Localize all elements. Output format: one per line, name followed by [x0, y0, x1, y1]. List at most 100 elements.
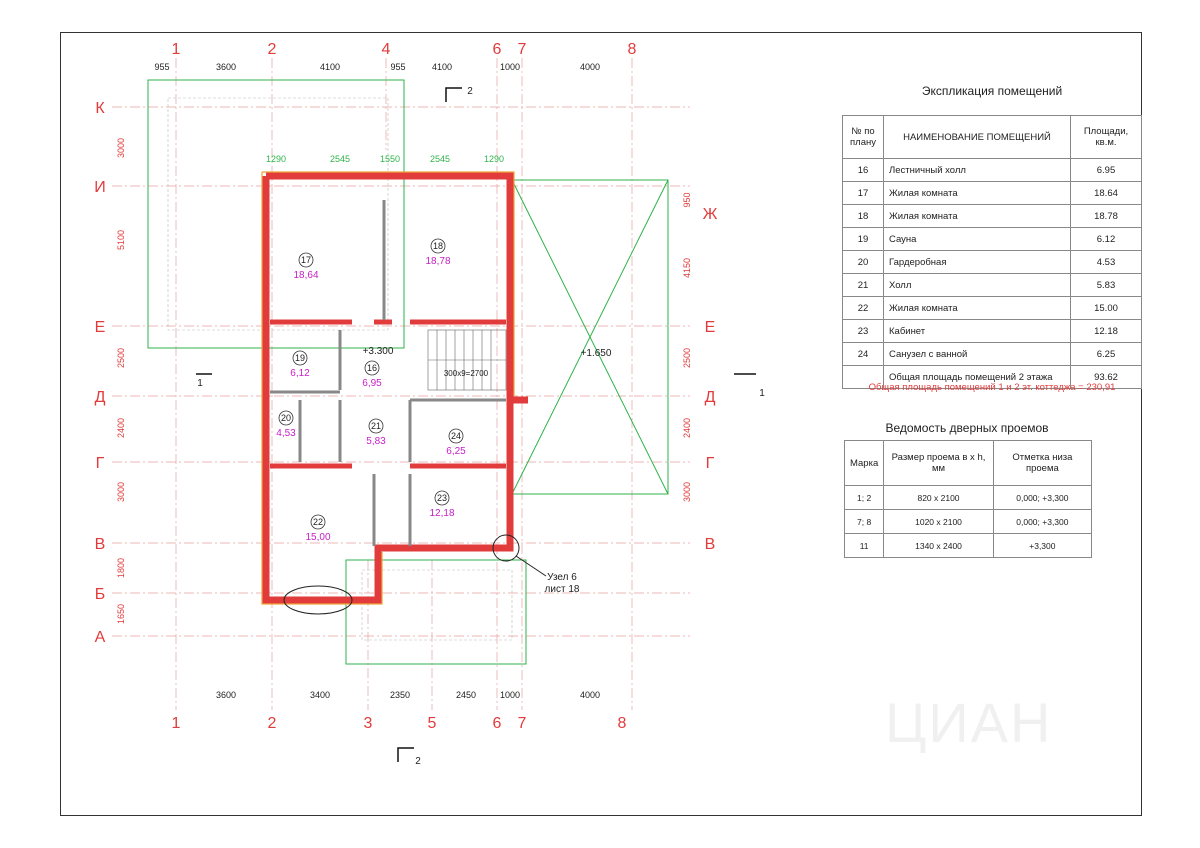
explication-cell-name: Санузел с ванной	[883, 342, 1071, 366]
axis-right: Ж	[703, 206, 718, 223]
explication-total-value: 93.62	[1070, 365, 1142, 389]
doors-header-mark: Марка	[843, 440, 885, 486]
explication-cell-num: 21	[842, 273, 884, 297]
explication-cell-area: 6.25	[1070, 342, 1142, 366]
section-mark-top: 2	[467, 86, 473, 97]
explication-cell-num: 19	[842, 227, 884, 251]
axis-left: Б	[95, 586, 106, 603]
dim-top: 3600	[216, 62, 236, 72]
dim-right: 950	[682, 192, 692, 207]
axis-left: Е	[95, 319, 106, 336]
room-number: 23	[437, 493, 447, 503]
dim-top-inner: 2545	[430, 154, 450, 164]
axis-top-6: 6	[493, 41, 502, 58]
doors-title: Ведомость дверных проемов	[885, 421, 1049, 435]
room-bubble	[448, 428, 464, 444]
axis-left: В	[95, 536, 106, 553]
exterior-wall-outline	[261, 171, 515, 605]
explication-cell-name: Гардеробная	[883, 250, 1071, 274]
doors-cell-mark: 11	[843, 533, 885, 558]
section-markers	[196, 87, 756, 762]
dim-right: 4150	[682, 258, 692, 278]
explication-cell-name: Сауна	[883, 227, 1071, 251]
explication-cell-area: 15.00	[1070, 296, 1142, 320]
watermark: ЦИАН	[885, 691, 1053, 754]
dim-left: 2400	[116, 418, 126, 438]
explication-total-label: Общая площадь помещений 2 этажа	[883, 365, 1071, 389]
explication-cell-name: Жилая комната	[883, 296, 1071, 320]
doors-cell-mark: 1; 2	[843, 485, 885, 510]
roof-outline	[147, 79, 669, 665]
dim-top: 1000	[500, 62, 520, 72]
level-stair: +1.650	[581, 348, 612, 359]
explication-cell-num: 24	[842, 342, 884, 366]
room-bubble	[292, 350, 308, 366]
room-bubble	[364, 360, 380, 376]
dim-top: 955	[390, 62, 405, 72]
dim-top-inner: 1290	[266, 154, 286, 164]
dim-bottom: 3600	[216, 690, 236, 700]
axis-bottom-6: 6	[493, 715, 502, 732]
axis-top-4: 4	[382, 41, 391, 58]
room-number: 19	[295, 353, 305, 363]
explication-cell-num: 17	[842, 181, 884, 205]
dim-right: 2500	[682, 348, 692, 368]
node-callout	[283, 534, 547, 615]
exterior-walls	[262, 172, 528, 604]
room-area: 5,83	[366, 436, 386, 447]
axis-bottom-3: 3	[364, 715, 373, 732]
stair-label: 300х9=2700	[444, 369, 489, 378]
explication-table: № по плану НАИМЕНОВАНИЕ ПОМЕЩЕНИЙ Площад…	[842, 115, 1142, 389]
explication-cell-name: Жилая комната	[883, 181, 1071, 205]
dim-right: 2400	[682, 418, 692, 438]
explication-cell-num: 23	[842, 319, 884, 343]
explication-header-name: НАИМЕНОВАНИЕ ПОМЕЩЕНИЙ	[883, 115, 1071, 159]
explication-cell-area: 18.78	[1070, 204, 1142, 228]
dim-left: 1650	[116, 604, 126, 624]
dim-top: 955	[154, 62, 169, 72]
interior-walls	[270, 319, 506, 469]
room-number: 16	[367, 363, 377, 373]
axis-left: Г	[96, 455, 105, 472]
room-area: 6,95	[362, 378, 382, 389]
axis-bottom-1: 1	[172, 715, 181, 732]
axis-top-7: 7	[518, 41, 527, 58]
room-area: 15,00	[305, 532, 330, 543]
explication-cell-area: 5.83	[1070, 273, 1142, 297]
dim-bottom: 2450	[456, 690, 476, 700]
explication-cell-num: 18	[842, 204, 884, 228]
room-number: 21	[371, 421, 381, 431]
room-number: 24	[451, 431, 461, 441]
dim-bottom: 4000	[580, 690, 600, 700]
drawing-frame	[60, 32, 1142, 816]
doors-cell-level: 0,000; +3,300	[992, 485, 1093, 510]
grid-lines	[112, 58, 690, 710]
explication-cell-name: Кабинет	[883, 319, 1071, 343]
doors-cell-size: 1020 х 2100	[883, 509, 994, 534]
room-area: 6,12	[290, 368, 310, 379]
doors-cell-level: +3,300	[992, 533, 1093, 558]
explication-cell-name: Жилая комната	[883, 204, 1071, 228]
axis-left: И	[94, 179, 106, 196]
section-mark-left: 1	[197, 378, 203, 389]
explication-cell-area: 4.53	[1070, 250, 1142, 274]
explication-cell-name: Холл	[883, 273, 1071, 297]
axis-bottom-8: 8	[618, 715, 627, 732]
dim-left: 2500	[116, 348, 126, 368]
axis-right: Д	[705, 389, 716, 406]
dim-top: 4100	[432, 62, 452, 72]
axis-left: А	[95, 629, 106, 646]
explication-cell-area: 12.18	[1070, 319, 1142, 343]
explication-cell-num: 22	[842, 296, 884, 320]
dim-bottom: 3400	[310, 690, 330, 700]
roof-dashes	[167, 97, 513, 641]
explication-cell-area: 18.64	[1070, 181, 1142, 205]
